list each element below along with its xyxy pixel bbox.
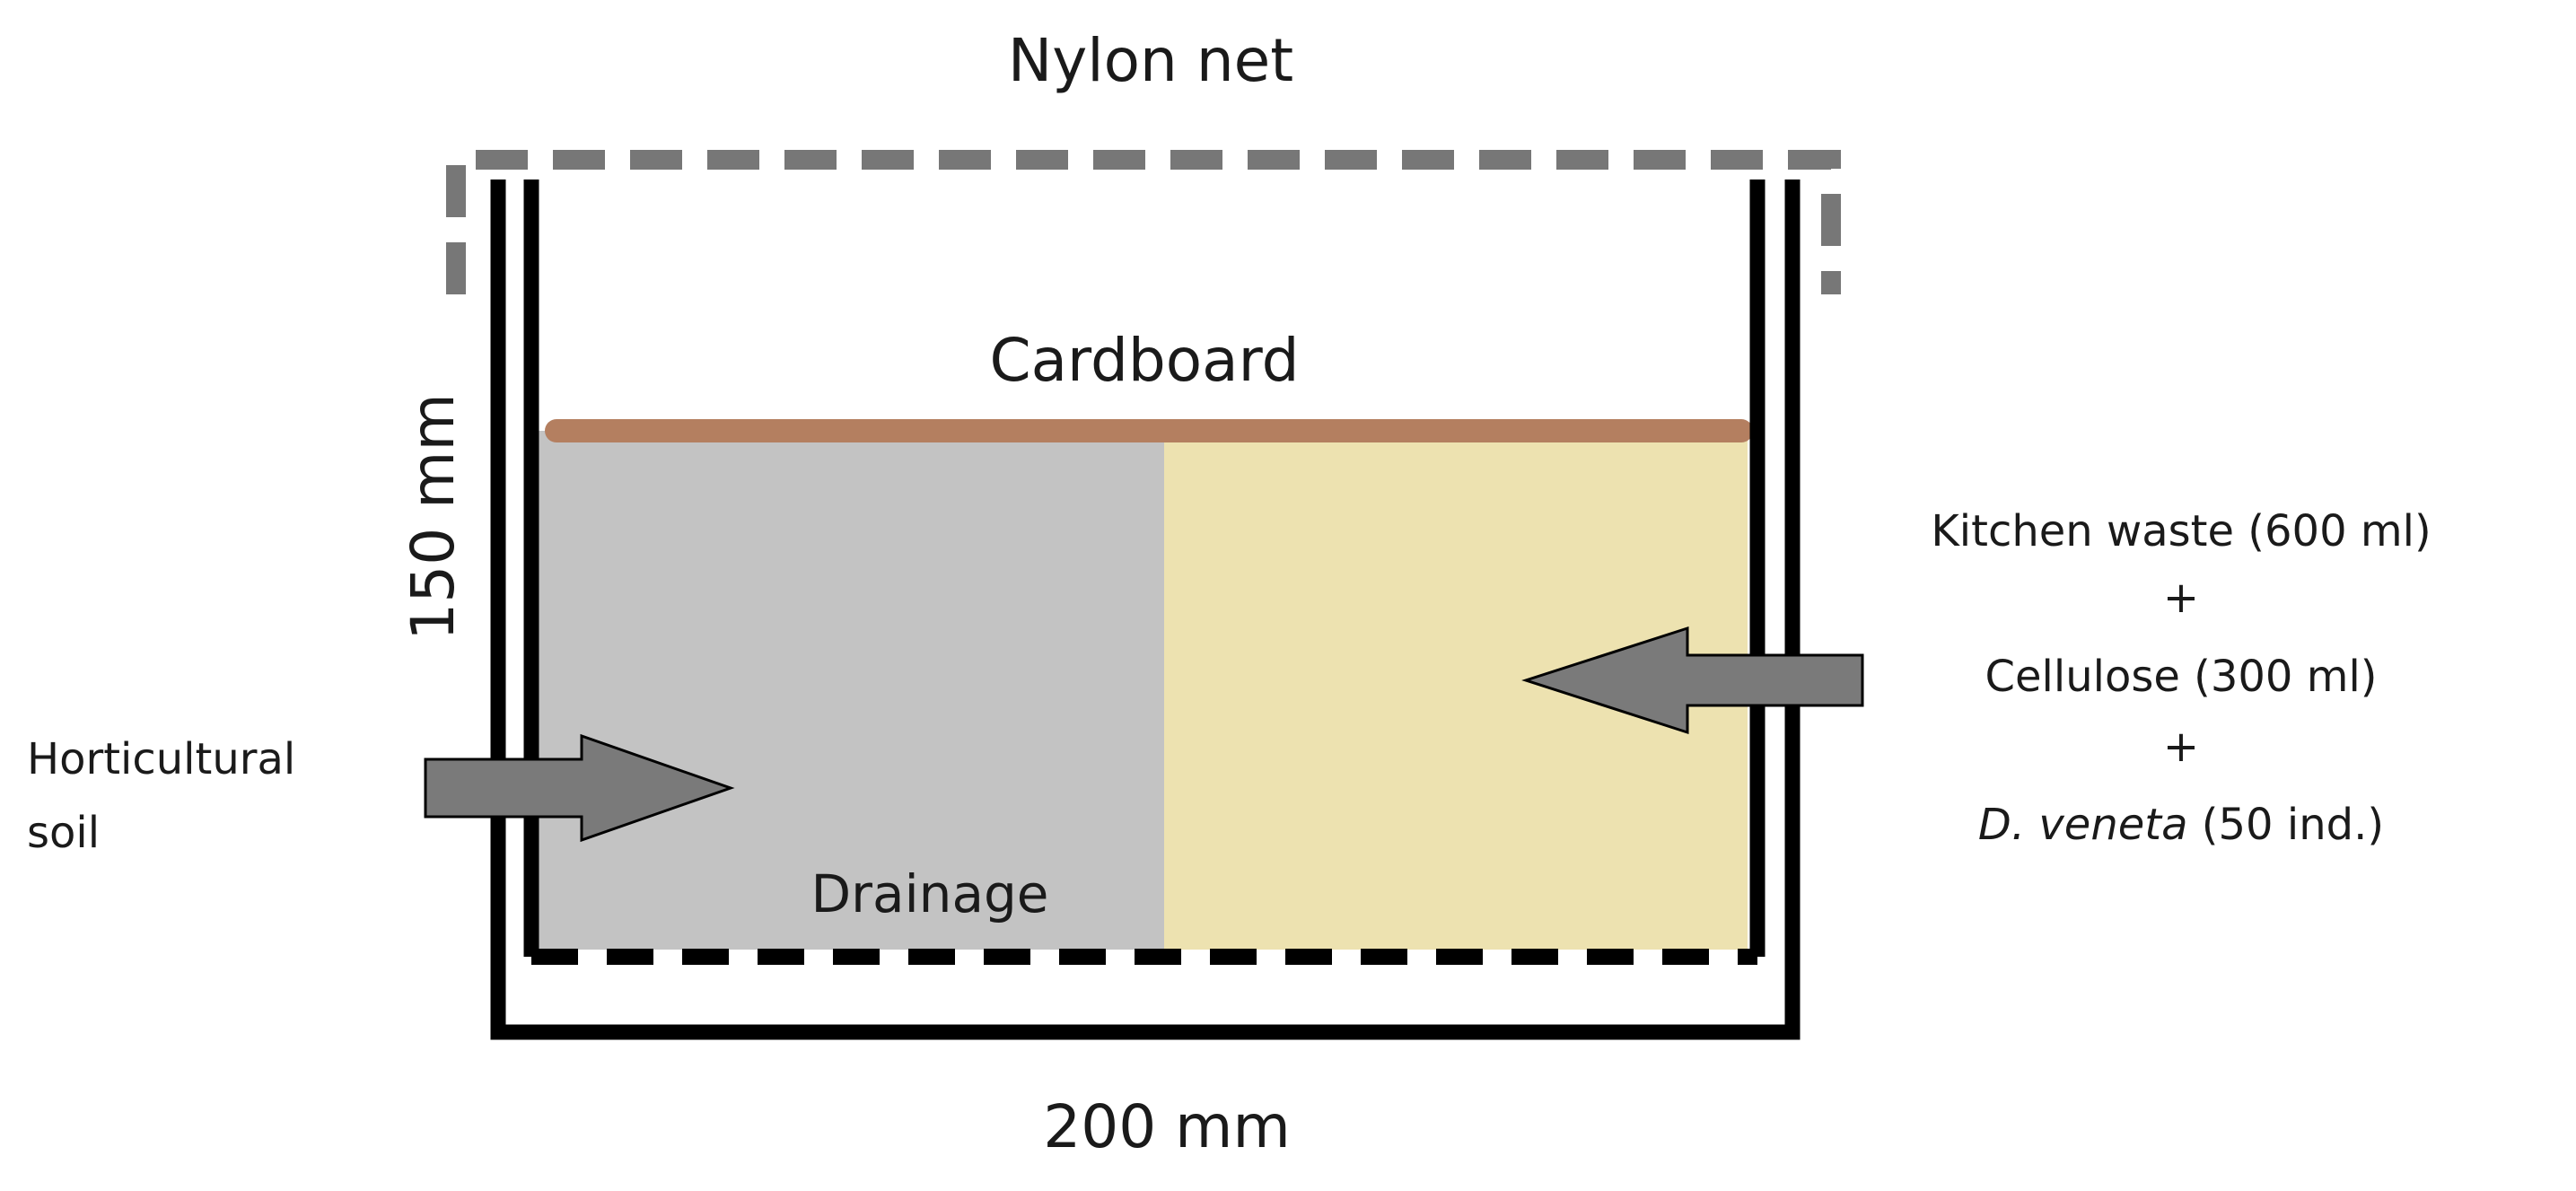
- cellulose-label: Cellulose (300 ml): [1985, 652, 2377, 702]
- species-count: (50 ind.): [2188, 800, 2385, 850]
- height-dimension-label: 150 mm: [399, 393, 468, 641]
- plus-sign-1: +: [2163, 573, 2199, 623]
- horticultural-soil-arrow: [424, 733, 735, 843]
- cardboard-label: Cardboard: [990, 326, 1300, 395]
- species-name: D. veneta: [1978, 800, 2188, 850]
- nylon-net-label: Nylon net: [1008, 26, 1293, 95]
- species-label: D. veneta (50 ind.): [1978, 800, 2384, 850]
- horticultural-soil-region: [539, 431, 1164, 950]
- horticultural-soil-label-line2: soil: [27, 808, 100, 858]
- kitchen-waste-label: Kitchen waste (600 ml): [1931, 506, 2431, 556]
- horticultural-soil-label-line1: Horticultural: [27, 734, 295, 784]
- substrate-input-arrow: [1521, 626, 1864, 735]
- container-walls: [490, 180, 1801, 1040]
- nylon-net: [446, 150, 1841, 294]
- drainage-label: Drainage: [811, 863, 1049, 924]
- outer-wall: [490, 180, 1801, 1040]
- width-dimension-label: 200 mm: [1043, 1092, 1291, 1161]
- plus-sign-2: +: [2163, 722, 2199, 772]
